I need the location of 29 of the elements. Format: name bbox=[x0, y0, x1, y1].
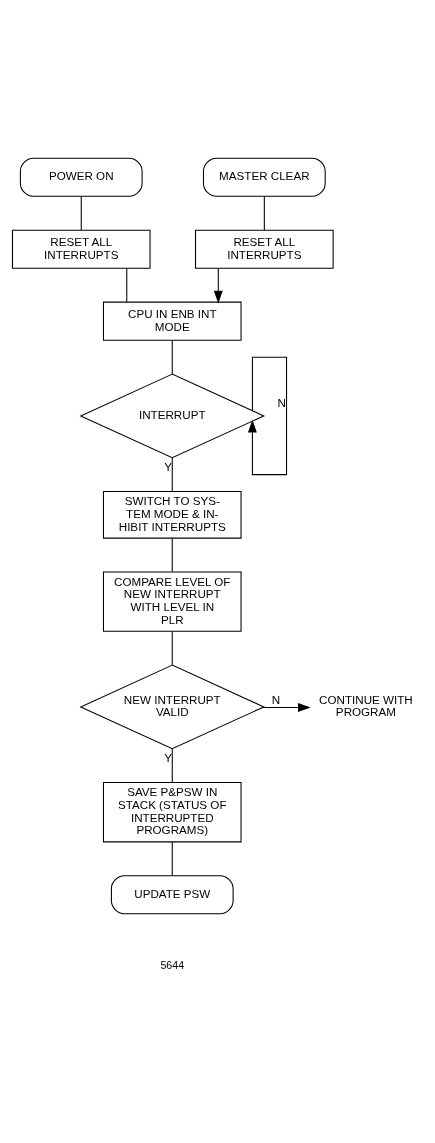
node-diamond: NEW INTERRUPT VALID bbox=[79, 664, 266, 749]
node-box: POWER ON bbox=[19, 157, 143, 197]
connector bbox=[80, 195, 82, 230]
node-box: SAVE P&PSW IN STACK (STATUS OF INTERRUPTED PROGRAMS) bbox=[102, 781, 242, 842]
connector bbox=[171, 841, 173, 876]
node-text: CONTINUE WITH PROGRAM bbox=[319, 692, 413, 718]
edge-label: Y bbox=[164, 459, 172, 473]
edge-label: Y bbox=[164, 750, 172, 764]
arrow bbox=[247, 356, 288, 475]
node-box: RESET ALL INTERRUPTS bbox=[195, 229, 334, 269]
edge-label: N bbox=[271, 692, 281, 706]
arrow bbox=[262, 702, 311, 712]
connector bbox=[171, 537, 173, 572]
connector bbox=[171, 747, 173, 783]
connector bbox=[263, 195, 265, 230]
arrow bbox=[213, 267, 223, 303]
edge-label: N bbox=[277, 395, 286, 409]
node-box: SWITCH TO SYS- TEM MODE & IN- HIBIT INTERRUPTS bbox=[102, 490, 242, 539]
node-box: RESET ALL INTERRUPTS bbox=[11, 229, 151, 269]
label: 5644 bbox=[160, 958, 185, 971]
connector bbox=[171, 456, 173, 492]
node-box: MASTER CLEAR bbox=[202, 157, 326, 197]
connector bbox=[171, 339, 173, 375]
connector bbox=[126, 267, 128, 302]
node-box: CPU IN ENB INT MODE bbox=[102, 301, 242, 341]
connector bbox=[171, 630, 173, 665]
node-box: COMPARE LEVEL OF NEW INTERRUPT WITH LEVEL IN PLR bbox=[102, 570, 242, 632]
node-diamond: INTERRUPT bbox=[79, 373, 266, 458]
node-box: UPDATE PSW bbox=[110, 874, 234, 914]
